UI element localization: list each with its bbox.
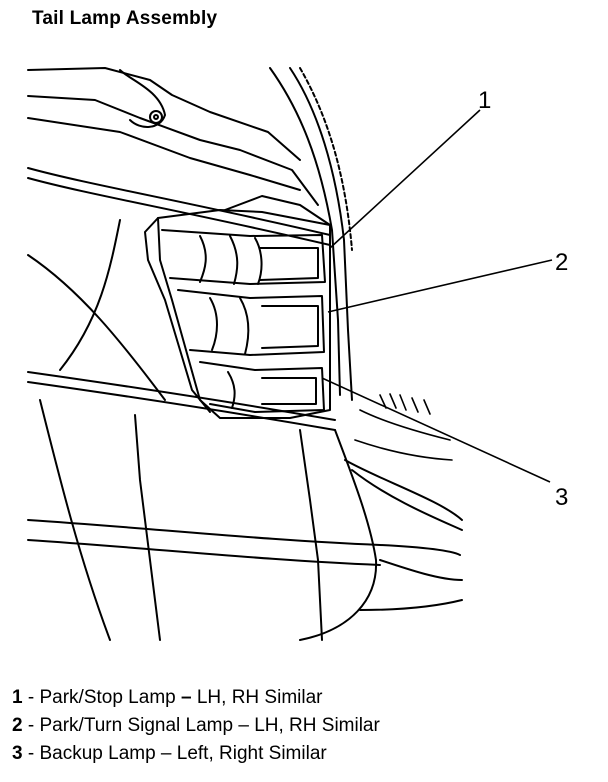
callout-3: 3	[555, 484, 568, 511]
legend-text-rest: LH, RH Similar	[191, 687, 323, 708]
legend-item-3: 3 - Backup Lamp – Left, Right Similar	[12, 740, 602, 768]
legend-text: Backup Lamp – Left, Right Similar	[39, 743, 327, 764]
page-title: Tail Lamp Assembly	[32, 8, 218, 29]
tail-lamp-illustration: 1 2 3	[27, 67, 568, 641]
legend: 1 - Park/Stop Lamp – LH, RH Similar 2 - …	[12, 684, 602, 768]
legend-text: Park/Turn Signal Lamp – LH, RH Similar	[39, 715, 380, 736]
legend-number: 1	[12, 687, 23, 708]
legend-separator: -	[22, 715, 40, 736]
legend-separator: -	[22, 687, 40, 708]
legend-separator: -	[22, 743, 40, 764]
legend-item-1: 1 - Park/Stop Lamp – LH, RH Similar	[12, 684, 602, 712]
legend-dash: –	[181, 687, 192, 708]
legend-text: Park/Stop Lamp	[39, 687, 181, 708]
legend-number: 3	[12, 743, 23, 764]
callout-2: 2	[555, 249, 568, 276]
legend-number: 2	[12, 715, 23, 736]
callout-1: 1	[478, 87, 491, 114]
legend-item-2: 2 - Park/Turn Signal Lamp – LH, RH Simil…	[12, 712, 602, 740]
